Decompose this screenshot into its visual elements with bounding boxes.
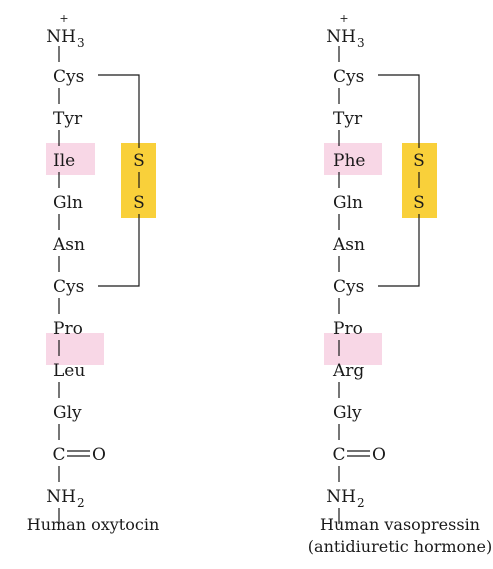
amide-label: NH [46, 487, 76, 507]
residue-2: Tyr [53, 109, 83, 129]
sulfur-atom-2: S [133, 193, 145, 213]
n-terminus-charge: + [339, 12, 348, 25]
n-terminus-label: NH [46, 27, 76, 47]
amide-subscript: 2 [77, 496, 85, 510]
oxytocin-structure: + NH 3 Cys Tyr Ile Gln Asn Cys Pro Leu G… [27, 12, 160, 534]
n-terminus-subscript: 3 [77, 36, 85, 50]
residue-3-substituted: Ile [53, 151, 75, 171]
oxytocin-caption: Human oxytocin [27, 515, 160, 534]
residue-6: Cys [333, 277, 364, 297]
disulfide-bridge [378, 74, 420, 148]
vasopressin-caption: Human vasopressin [320, 515, 480, 534]
residue-8-substituted: Leu [53, 361, 85, 381]
vasopressin-caption-subtitle: (antidiuretic hormone) [308, 537, 492, 556]
residue-3-substituted: Phe [333, 151, 365, 171]
phe-highlight [324, 143, 382, 175]
residue-7: Pro [333, 319, 363, 339]
sulfur-atom-1: S [413, 151, 425, 171]
residue-9: Gly [53, 403, 82, 423]
leu-highlight [46, 333, 104, 365]
residue-1: Cys [53, 67, 84, 87]
residue-7: Pro [53, 319, 83, 339]
n-terminus-charge: + [59, 12, 68, 25]
residue-4: Gln [53, 193, 83, 213]
residue-2: Tyr [333, 109, 363, 129]
amide-label: NH [326, 487, 356, 507]
arg-highlight [324, 333, 382, 365]
ile-highlight [46, 143, 95, 175]
disulfide-bridge [378, 214, 420, 287]
residue-4: Gln [333, 193, 363, 213]
carbonyl-carbon: C [52, 445, 65, 465]
residue-1: Cys [333, 67, 364, 87]
disulfide-bridge [98, 214, 140, 287]
residue-6: Cys [53, 277, 84, 297]
sulfur-atom-1: S [133, 151, 145, 171]
carbonyl-oxygen: O [372, 445, 386, 465]
disulfide-bridge [98, 74, 140, 148]
residue-8-substituted: Arg [332, 361, 364, 381]
n-terminus-subscript: 3 [357, 36, 365, 50]
residue-5: Asn [332, 235, 365, 255]
residue-5: Asn [52, 235, 85, 255]
sulfur-atom-2: S [413, 193, 425, 213]
residue-9: Gly [333, 403, 362, 423]
carbonyl-carbon: C [332, 445, 345, 465]
n-terminus-label: NH [326, 27, 356, 47]
vasopressin-structure: + NH 3 Cys Tyr Phe Gln Asn Cys Pro Arg G… [308, 12, 492, 556]
amide-subscript: 2 [357, 496, 365, 510]
carbonyl-oxygen: O [92, 445, 106, 465]
